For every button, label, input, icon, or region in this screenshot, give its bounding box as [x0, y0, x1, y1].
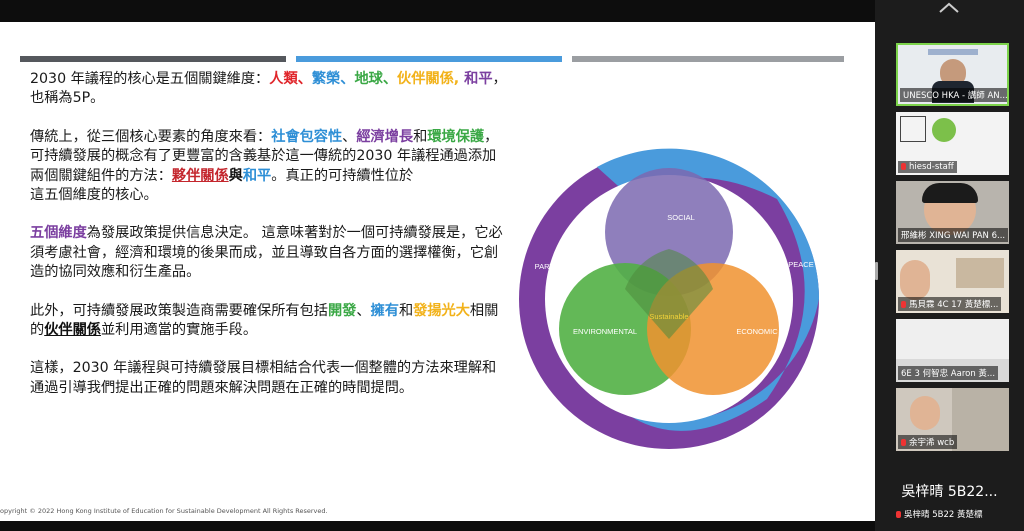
participants-panel: UNESCO HKA - 講師 AN... hiesd-staff 邢維彬 XI…: [875, 0, 1024, 531]
participant-tile[interactable]: UNESCO HKA - 講師 AN...: [896, 43, 1009, 106]
paragraph-five-dimensions: 五個維度為發展政策提供信息決定。 這意味著對於一個可持續發展是，它必須考慮社會，…: [30, 224, 508, 282]
iesd-logo-icon: [932, 118, 956, 142]
sustainable-core: [625, 249, 713, 339]
label-peace: PEACE: [788, 260, 813, 269]
text: ，也稱為5P。: [30, 71, 507, 107]
active-speaker-name: 吳梓晴 5B22...: [901, 484, 998, 500]
keyword-promote: 發揚光大: [413, 302, 470, 319]
five-p-diagram: SOCIAL PEACE PARTNERSHIP ENVIRONMENTAL E…: [519, 148, 820, 449]
separator: 、: [297, 71, 312, 87]
separator: 、: [382, 71, 398, 87]
keyword-people: 人類: [269, 71, 298, 87]
participant-tile[interactable]: 馬貝霖 4C 17 黃楚標...: [896, 250, 1009, 313]
panel-resize-handle[interactable]: [875, 262, 878, 280]
label-environmental: ENVIRONMENTAL: [573, 327, 637, 336]
paragraph-holistic: 這樣，2030 年議程與可持續發展目標相結合代表一個整體的方法來理解和通過引導我…: [30, 359, 508, 398]
peace-ring: [597, 148, 820, 431]
mic-muted-icon: [901, 301, 906, 308]
keyword-partnership: 伙伴關係: [44, 322, 101, 339]
keyword-social: 社會包容性: [271, 128, 343, 145]
participant-name-text: 吳梓晴 5B22 黃楚標: [904, 510, 983, 520]
label-social: SOCIAL: [667, 213, 695, 222]
separator: ,: [453, 71, 465, 87]
participant-name-text: UNESCO HKA - 講師 AN...: [903, 91, 1008, 101]
background-shelf: [956, 258, 1004, 288]
paragraph-core-elements: 傳統上，從三個核心要素的角度來看：社會包容性、經濟增長和環境保護，可持續發展的概…: [30, 128, 508, 206]
keyword-partnership: 伙伴關係: [397, 71, 454, 87]
label-economic: ECONOMIC: [736, 327, 778, 336]
participant-name: hiesd-staff: [898, 161, 957, 173]
shared-slide: 2030 年議程的核心是五個關鍵維度：人類、繁榮、地球、伙伴關係, 和平，也稱為…: [0, 22, 875, 521]
participant-tile[interactable]: 邢維彬 XING WAI PAN 6...: [896, 181, 1009, 244]
text: 和: [398, 302, 414, 319]
participant-name-text: hiesd-staff: [909, 162, 954, 172]
text: 這樣，2030 年議程與可持續發展目標相結合代表一個整體的方法來理解和通過引導我…: [30, 360, 497, 396]
keyword-prosperity: 繁榮: [311, 71, 341, 87]
keyword-environment: 環境保護: [427, 128, 485, 145]
social-circle: [605, 168, 733, 296]
separator: 、: [340, 71, 355, 87]
header-stripe-blue: [296, 56, 562, 62]
keyword-peace: 和平: [464, 71, 493, 87]
avatar: [910, 396, 940, 430]
participant-tile[interactable]: hiesd-staff: [896, 112, 1009, 175]
video-feed: [896, 319, 1009, 359]
avatar: [922, 183, 978, 203]
video-feed: [952, 388, 1009, 451]
text: 2030 年議程的核心是五個關鍵維度：: [30, 71, 270, 87]
text: 。真正的可持續性位於: [271, 167, 414, 184]
text: ，可持續發展的概念有了更豐富的含義基於這一傳統的2030 年議程通過添加兩個關鍵…: [30, 128, 499, 184]
mic-muted-icon: [896, 511, 901, 518]
copyright-notice: opyright © 2022 Hong Kong Institute of E…: [0, 507, 328, 515]
text: 和: [413, 128, 428, 145]
text: 並利用適當的實施手段。: [100, 322, 258, 339]
top-bar: [0, 0, 875, 22]
text: 與: [228, 167, 243, 184]
keyword-economic: 經濟增長: [356, 128, 414, 145]
keyword-five-dimensions: 五個維度: [30, 225, 87, 242]
unesco-logo-icon: [900, 116, 926, 142]
keyword-develop: 開發: [327, 302, 357, 319]
keyword-planet: 地球: [354, 71, 383, 87]
keyword-partnership: 夥伴關係: [171, 167, 229, 184]
participant-name-text: 6E 3 何智忠 Aaron 黃...: [901, 369, 996, 379]
text: 為發展政策提供信息決定。 這意味著對於一個可持續發展是，它必須考慮社會，經濟和環…: [30, 225, 503, 281]
participant-tile[interactable]: 6E 3 何智忠 Aaron 黃...: [896, 319, 1009, 382]
text: 傳統上，從三個核心要素的角度來看：: [30, 128, 272, 145]
mic-muted-icon: [901, 439, 906, 446]
label-partnership: PARTNERSHIP: [535, 262, 588, 271]
participant-name-text: 余宇浠 wcb: [909, 438, 955, 448]
participant-name: 6E 3 何智忠 Aaron 黃...: [898, 366, 999, 380]
banner-logo: [928, 49, 978, 55]
bottom-bar: [0, 521, 875, 531]
paragraph-5p: 2030 年議程的核心是五個關鍵維度：人類、繁榮、地球、伙伴關係, 和平，也稱為…: [30, 70, 508, 109]
keyword-own: 擁有: [370, 302, 399, 319]
participant-tile[interactable]: 余宇浠 wcb: [896, 388, 1009, 451]
header-stripe-grey: [572, 56, 844, 62]
text: 相關的: [30, 302, 499, 339]
participant-name: 余宇浠 wcb: [898, 435, 958, 449]
paragraph-policy: 此外，可持續發展政策製造商需要確保所有包括開發、擁有和發揚光大相關的伙伴關係並利…: [30, 302, 508, 341]
participant-name: UNESCO HKA - 講師 AN...: [900, 88, 1008, 102]
participant-name: 吳梓晴 5B22 黃楚標: [896, 508, 982, 520]
separator: 、: [342, 128, 357, 145]
chevron-up-icon[interactable]: [938, 2, 960, 14]
participant-name-text: 邢維彬 XING WAI PAN 6...: [901, 231, 1006, 241]
participant-name: 馬貝霖 4C 17 黃楚標...: [898, 297, 1002, 311]
participant-name-text: 馬貝霖 4C 17 黃楚標...: [909, 300, 999, 310]
separator: 、: [356, 302, 371, 319]
text: 此外，可持續發展政策製造商需要確保所有包括: [30, 302, 328, 319]
header-stripe-dark: [20, 56, 286, 62]
participant-name: 邢維彬 XING WAI PAN 6...: [898, 228, 1009, 242]
keyword-peace: 和平: [242, 167, 272, 184]
label-sustainable: Sustainable: [649, 312, 688, 321]
avatar: [900, 260, 930, 300]
text: 這五個維度的核心。: [30, 187, 158, 204]
mic-muted-icon: [901, 163, 906, 170]
slide-body-text: 2030 年議程的核心是五個關鍵維度：人類、繁榮、地球、伙伴關係, 和平，也稱為…: [30, 70, 508, 417]
